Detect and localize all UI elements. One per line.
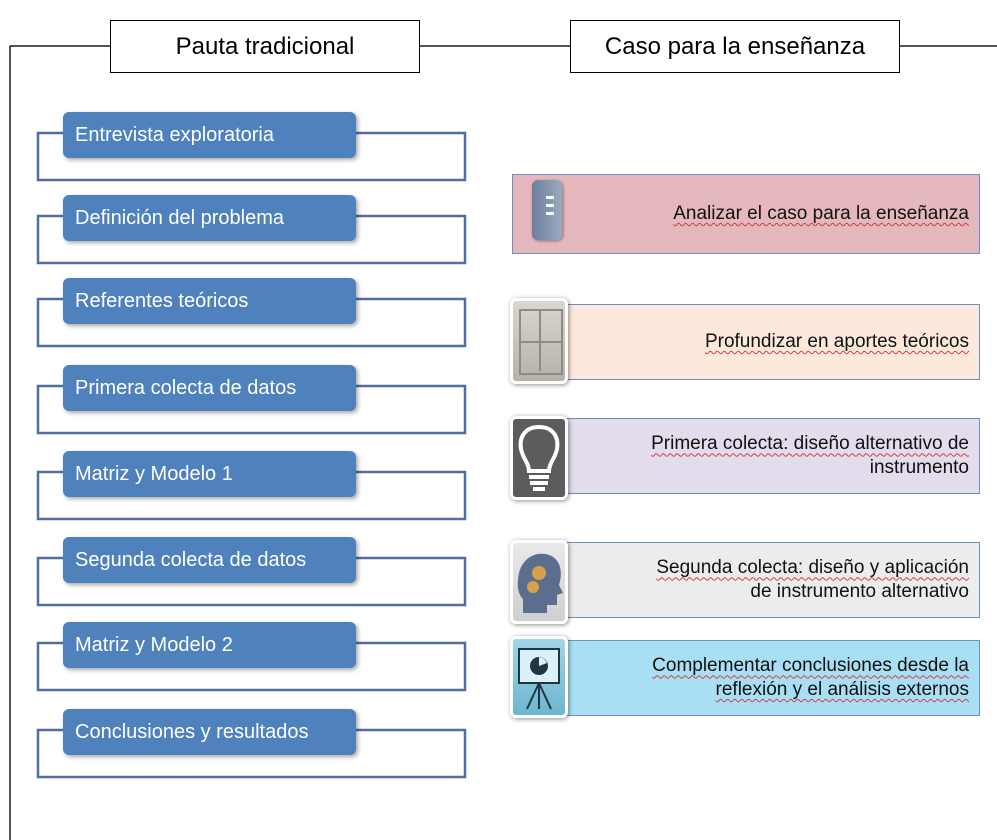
- card-analizar-caso: Analizar el caso para la enseñanza: [512, 174, 980, 254]
- step-bracket: [36, 384, 467, 435]
- step-label: Entrevista exploratoria: [75, 123, 274, 146]
- document-icon: [532, 180, 562, 240]
- step-bracket: [36, 728, 467, 779]
- step-label: Segunda colecta de datos: [75, 548, 307, 571]
- step-referentes-teoricos: Referentes teóricos: [63, 278, 356, 324]
- step-bracket: [36, 556, 467, 607]
- card-line: Segunda colecta: diseño y aplicación: [656, 557, 969, 579]
- card-line: Complementar conclusiones desde la: [652, 655, 969, 677]
- step-bracket: [36, 297, 467, 348]
- card-profundizar-aportes: Profundizar en aportes teóricos: [512, 304, 980, 380]
- step-label: Matriz y Modelo 2: [75, 633, 233, 656]
- step-bracket: [36, 470, 467, 521]
- header-left-label: Pauta tradicional: [175, 32, 355, 60]
- step-bracket: [36, 131, 467, 182]
- card-line: Profundizar en aportes teóricos: [704, 331, 969, 353]
- presentation-chart-icon: [510, 636, 568, 718]
- header-right-label: Caso para la enseñanza: [604, 32, 866, 60]
- step-label: Definición del problema: [75, 206, 285, 229]
- step-label: Referentes teóricos: [75, 289, 249, 312]
- step-matriz-modelo-2: Matriz y Modelo 2: [63, 622, 356, 668]
- header-pauta-tradicional: Pauta tradicional: [110, 20, 420, 73]
- step-bracket: [36, 641, 467, 692]
- card-line: reflexión y el análisis externos: [715, 679, 969, 700]
- card-line: Primera colecta: diseño alternativo de: [651, 433, 969, 455]
- step-entrevista-exploratoria: Entrevista exploratoria: [63, 112, 356, 158]
- card-text: Analizar el caso para la enseñanza: [673, 202, 969, 226]
- head-gears-icon: [510, 540, 568, 624]
- card-line: Analizar el caso para la enseñanza: [673, 203, 969, 225]
- header-caso-ensenanza: Caso para la enseñanza: [570, 20, 900, 73]
- step-label: Conclusiones y resultados: [75, 720, 309, 743]
- step-label: Matriz y Modelo 1: [75, 462, 233, 485]
- step-definicion-problema: Definición del problema: [63, 195, 356, 241]
- bookshelf-icon: [510, 298, 568, 384]
- card-line: instrumento: [869, 457, 969, 478]
- step-bracket: [36, 214, 467, 265]
- lightbulb-icon: [510, 416, 568, 500]
- step-segunda-colecta: Segunda colecta de datos: [63, 537, 356, 583]
- step-matriz-modelo-1: Matriz y Modelo 1: [63, 451, 356, 497]
- card-line: de instrumento alternativo: [750, 581, 969, 602]
- step-primera-colecta: Primera colecta de datos: [63, 365, 356, 411]
- card-text: Profundizar en aportes teóricos: [705, 330, 969, 354]
- step-label: Primera colecta de datos: [75, 376, 297, 399]
- step-conclusiones-resultados: Conclusiones y resultados: [63, 709, 356, 755]
